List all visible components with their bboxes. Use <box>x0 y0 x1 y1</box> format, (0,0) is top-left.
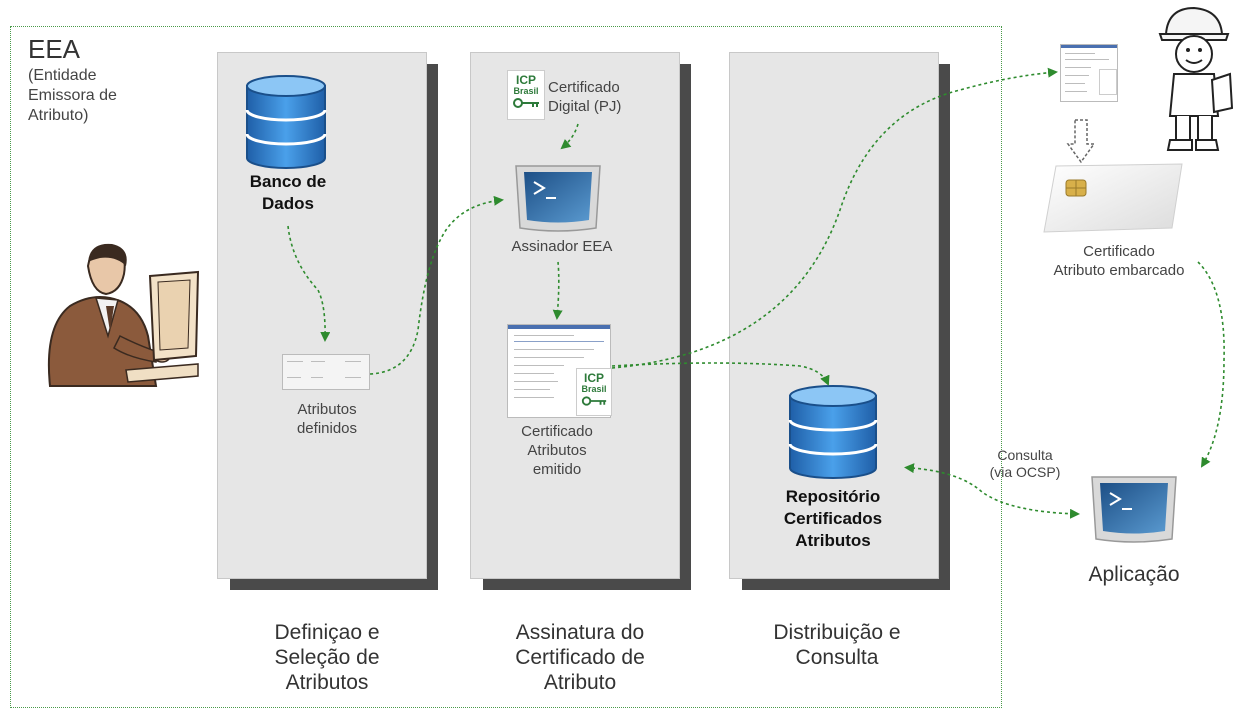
icp-brasil-logo: ICP Brasil <box>576 368 612 416</box>
database-label-line: Banco de <box>249 172 327 191</box>
arrow-repository-application-query <box>904 463 1080 519</box>
embedded-certificate-line: Certificado <box>1083 243 1155 260</box>
certificate-thumbnail <box>1060 44 1118 102</box>
arrow-card-to-application <box>1197 261 1225 468</box>
arrow-cert-to-signer <box>560 123 579 150</box>
repository-label-line: Certificados <box>783 509 883 528</box>
key-icon <box>581 396 607 406</box>
embedded-certificate-label: Certificado Atributo embarcado <box>1034 242 1204 280</box>
icp-logo-text: Brasil <box>581 384 607 394</box>
repository-label: Repositório Certificados Atributos <box>753 486 913 552</box>
digital-certificate-line: Digital (PJ) <box>548 98 622 115</box>
icp-brasil-logo: ICP Brasil <box>507 70 545 120</box>
icp-logo-text: Brasil <box>513 86 539 96</box>
icp-mini-logo <box>1099 69 1117 95</box>
repository-label-line: Atributos <box>795 531 871 550</box>
key-icon <box>513 98 539 108</box>
technician-cartoon-icon <box>1158 6 1234 151</box>
arrow-issued-to-technician <box>611 67 1058 369</box>
arrow-signer-to-issued <box>552 261 563 320</box>
database-label: Banco de Dados <box>218 171 358 215</box>
caption-line: Certificado de <box>515 646 645 669</box>
caption-line: Definiçao e <box>274 621 380 644</box>
digital-certificate-label: Certificado Digital (PJ) <box>548 78 648 116</box>
eea-subtitle-line: (Entidade <box>28 67 97 84</box>
icp-logo-text: ICP <box>583 371 604 385</box>
arrow-issued-to-repository <box>611 362 830 386</box>
issued-certificate-line: Atributos <box>527 442 587 459</box>
arrow-db-to-attributes <box>287 225 331 342</box>
caption-line: Atributo <box>543 671 617 694</box>
attributes-defined-label: Atributos definidos <box>262 400 392 438</box>
smart-card-icon <box>1043 163 1183 233</box>
arrow-attributes-to-signer <box>369 195 504 375</box>
column-caption-signature: Assinatura do Certificado de Atributo <box>475 620 685 695</box>
repository-label-line: Repositório <box>785 487 881 506</box>
ocsp-query-line: Consulta <box>997 447 1053 463</box>
caption-line: Atributos <box>285 671 369 694</box>
column-caption-definition: Definiçao e Seleção de Atributos <box>222 620 432 695</box>
database-icon <box>245 75 327 169</box>
database-label-line: Dados <box>262 194 314 213</box>
operator-at-computer-icon <box>47 243 200 387</box>
issued-certificate-label: Certificado Atributos emitido <box>492 422 622 479</box>
down-hollow-arrow-icon <box>1066 119 1096 164</box>
terminal-signer-icon <box>515 165 601 232</box>
eea-title: EEA <box>28 34 81 64</box>
caption-line: Consulta <box>795 646 879 669</box>
digital-certificate-line: Certificado <box>548 79 620 96</box>
application-terminal-icon <box>1091 476 1177 543</box>
repository-database-icon <box>788 385 878 479</box>
attributes-table-thumbnail <box>282 354 370 390</box>
eea-subtitle: (Entidade Emissora de Atributo) <box>28 66 168 126</box>
issued-certificate-line: Certificado <box>521 423 593 440</box>
eea-subtitle-line: Atributo) <box>28 107 89 124</box>
embedded-certificate-line: Atributo embarcado <box>1053 262 1185 279</box>
attributes-defined-line: Atributos <box>297 401 357 418</box>
caption-line: Assinatura do <box>515 621 645 644</box>
application-label: Aplicação <box>1088 563 1180 586</box>
issued-certificate-line: emitido <box>532 461 582 478</box>
caption-line: Seleção de <box>274 646 380 669</box>
caption-line: Distribuição e <box>773 621 901 644</box>
eea-subtitle-line: Emissora de <box>28 87 117 104</box>
column-caption-distribution: Distribuição e Consulta <box>732 620 942 670</box>
flow-arrows <box>287 67 1225 519</box>
icp-logo-text: ICP <box>515 73 536 87</box>
attributes-defined-line: definidos <box>296 420 358 437</box>
panel-signature <box>470 52 680 579</box>
signer-label: Assinador EEA <box>511 238 613 255</box>
